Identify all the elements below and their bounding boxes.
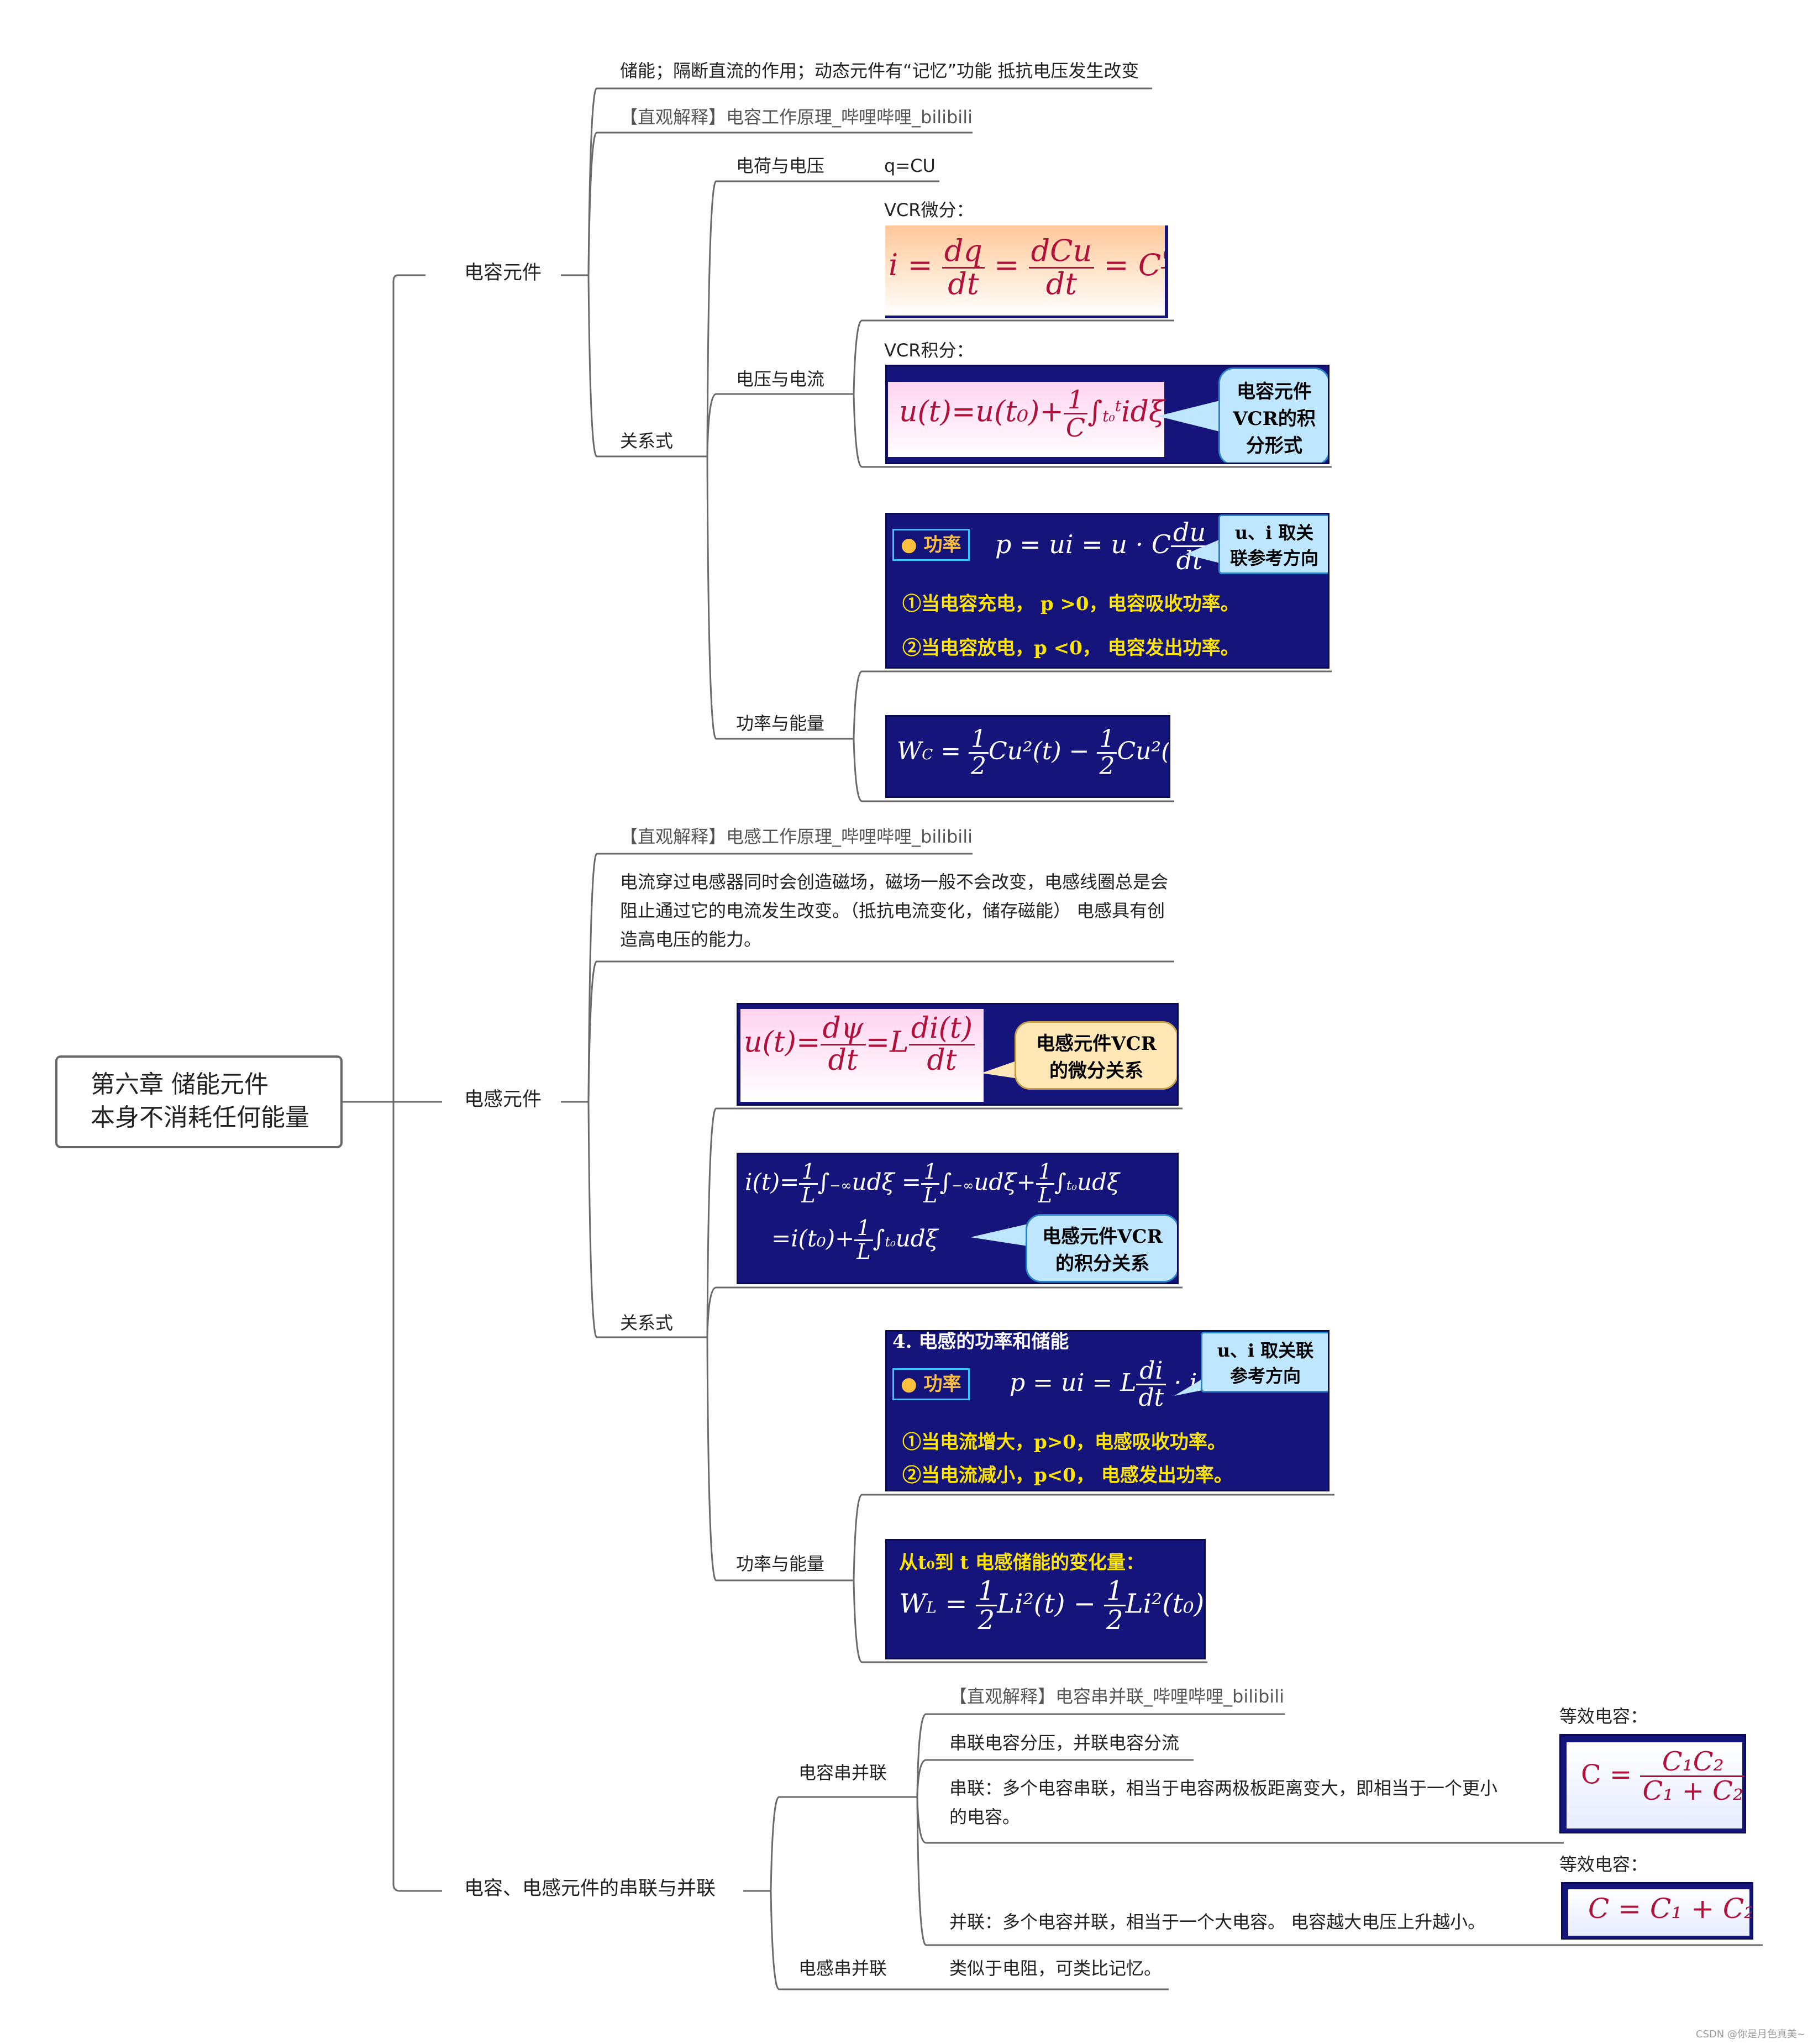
parallel-eq-formula: C = C₁ + C₂ bbox=[1561, 1882, 1753, 1940]
capacitor-link[interactable]: 【直观解释】电容工作原理_哔哩哔哩_bilibili bbox=[620, 107, 973, 128]
voltage-current-node[interactable]: 电压与电流 bbox=[736, 369, 825, 390]
ind-power-callout: u、i 取关联 参考方向 bbox=[1201, 1332, 1328, 1393]
eq-cap-label-2: 等效电容： bbox=[1559, 1854, 1648, 1875]
inductor-link[interactable]: 【直观解释】电感工作原理_哔哩哔哩_bilibili bbox=[620, 826, 973, 847]
root-node[interactable]: 第六章 储能元件 本身不消耗任何能量 bbox=[55, 1055, 343, 1148]
inductor-relation[interactable]: 关系式 bbox=[620, 1312, 674, 1333]
root-title: 第六章 储能元件 bbox=[91, 1070, 269, 1099]
ind-series-parallel-desc[interactable]: 类似于电阻，可类比记忆。 bbox=[949, 1958, 1162, 1979]
series-parallel-rule[interactable]: 串联电容分压，并联电容分流 bbox=[949, 1732, 1180, 1753]
ind-increase-line: ①当电流增大，p>0，电感吸收功率。 bbox=[902, 1431, 1226, 1453]
cap-discharge-line: ②当电容放电，p <0， 电容发出功率。 bbox=[902, 637, 1239, 659]
ind-vcr-diff-callout: 电感元件VCR 的微分关系 bbox=[1015, 1021, 1177, 1090]
cap-series-parallel-node[interactable]: 电容串并联 bbox=[798, 1762, 887, 1783]
cap-power-energy-node[interactable]: 功率与能量 bbox=[736, 713, 825, 734]
ind-decrease-line: ②当电流减小，p<0， 电感发出功率。 bbox=[902, 1464, 1233, 1486]
series-parallel-link[interactable]: 【直观解释】电容串并联_哔哩哔哩_bilibili bbox=[949, 1686, 1284, 1707]
vcr-diff-label[interactable]: VCR微分： bbox=[884, 199, 974, 220]
charge-voltage-node[interactable]: 电荷与电压 bbox=[736, 155, 825, 176]
ind-energy-title: 从t₀到 t 电感储能的变化量： bbox=[899, 1552, 1144, 1574]
parallel-desc[interactable]: 并联：多个电容并联，相当于一个大电容。 电容越大电压上升越小。 bbox=[949, 1911, 1486, 1932]
cap-power-callout: u、i 取关 联参考方向 bbox=[1218, 514, 1328, 574]
ind-series-parallel-node[interactable]: 电感串并联 bbox=[798, 1958, 887, 1979]
ind-power-energy-node[interactable]: 功率与能量 bbox=[736, 1553, 825, 1574]
q-cu-node[interactable]: q=CU bbox=[884, 155, 936, 176]
callout-tail bbox=[1158, 400, 1224, 433]
cap-charge-line: ①当电容充电， p >0，电容吸收功率。 bbox=[902, 593, 1239, 615]
cap-power-tag: 功率 bbox=[923, 534, 961, 556]
ind-power-title: 4. 电感的功率和储能 bbox=[892, 1331, 1069, 1353]
ind-power-tag: 功率 bbox=[923, 1373, 961, 1395]
capacitor-desc[interactable]: 储能；隔断直流的作用；动态元件有“记忆”功能 抵抗电压发生改变 bbox=[620, 60, 1139, 81]
inductor-desc[interactable]: 电流穿过电感器同时会创造磁场，磁场一般不会改变，电感线圈总是会阻止通过它的电流发… bbox=[620, 871, 1169, 950]
series-parallel-node[interactable]: 电容、电感元件的串联与并联 bbox=[464, 1878, 716, 1900]
eq-cap-label-1: 等效电容： bbox=[1559, 1706, 1648, 1727]
root-subtitle: 本身不消耗任何能量 bbox=[91, 1104, 309, 1132]
series-desc[interactable]: 串联：多个电容串联，相当于电容两极板距离变大，即相当于一个更小的电容。 bbox=[949, 1778, 1498, 1827]
vcr-int-label[interactable]: VCR积分： bbox=[884, 340, 974, 361]
capacitor-node[interactable]: 电容元件 bbox=[464, 262, 542, 284]
capacitor-relation[interactable]: 关系式 bbox=[620, 430, 674, 451]
watermark: CSDN @你是月色真美~ bbox=[1695, 2029, 1805, 2040]
inductor-node[interactable]: 电感元件 bbox=[464, 1089, 542, 1111]
cap-vcr-int-callout: 电容元件 VCR的积 分形式 bbox=[1218, 367, 1328, 463]
ind-vcr-int-callout: 电感元件VCR 的积分关系 bbox=[1026, 1214, 1177, 1283]
